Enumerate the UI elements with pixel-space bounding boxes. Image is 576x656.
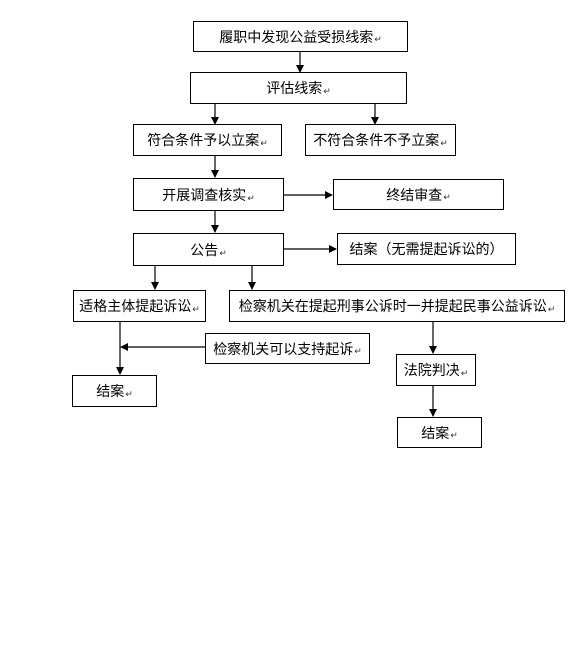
- paragraph-mark-icon: ↵: [460, 369, 469, 379]
- node-evaluate: 评估线索↵: [190, 72, 407, 104]
- node-court-judgment: 法院判决↵: [396, 354, 476, 386]
- node-qualified-suit-label: 适格主体提起诉讼: [79, 299, 192, 315]
- node-close-left: 结案↵: [72, 375, 157, 407]
- node-procuratorate-joint-label: 检察机关在提起刑事公诉时一并提起民事公益诉讼: [238, 299, 547, 315]
- node-procuratorate-joint: 检察机关在提起刑事公诉时一并提起民事公益诉讼↵: [229, 290, 565, 322]
- node-meets-label: 符合条件予以立案: [147, 133, 260, 149]
- paragraph-mark-icon: ↵: [450, 431, 458, 441]
- paragraph-mark-icon: ↵: [440, 139, 448, 149]
- node-close-right: 结案↵: [397, 417, 482, 448]
- paragraph-mark-icon: ↵: [354, 347, 362, 357]
- node-announce-label: 公告: [190, 242, 219, 259]
- paragraph-mark-icon: ↵: [247, 194, 255, 204]
- paragraph-mark-icon: ↵: [547, 305, 556, 315]
- node-not-meets: 不符合条件不予立案↵: [305, 124, 456, 156]
- node-qualified-suit: 适格主体提起诉讼↵: [73, 290, 206, 322]
- node-terminate-label: 终结审查: [386, 187, 443, 204]
- paragraph-mark-icon: ↵: [443, 193, 451, 203]
- paragraph-mark-icon: ↵: [192, 305, 200, 315]
- paragraph-mark-icon: ↵: [374, 35, 382, 45]
- paragraph-mark-icon: ↵: [219, 249, 227, 259]
- node-investigate: 开展调查核实↵: [133, 178, 284, 211]
- node-support-suit: 检察机关可以支持起诉↵: [205, 333, 370, 364]
- node-close-no-suit-label: 结案（无需提起诉讼的）: [349, 242, 504, 258]
- node-terminate: 终结审查↵: [333, 179, 504, 210]
- node-not-meets-label: 不符合条件不予立案: [313, 133, 440, 149]
- node-close-no-suit: 结案（无需提起诉讼的）: [337, 233, 516, 265]
- paragraph-mark-icon: ↵: [323, 87, 331, 97]
- node-discover-label: 履职中发现公益受损线索: [219, 29, 374, 46]
- node-court-judgment-label: 法院判决: [403, 363, 460, 379]
- paragraph-mark-icon: ↵: [260, 139, 268, 149]
- node-meets: 符合条件予以立案↵: [133, 124, 282, 156]
- node-close-left-label: 结案: [96, 384, 125, 400]
- node-evaluate-label: 评估线索: [266, 81, 323, 97]
- node-close-right-label: 结案: [421, 425, 450, 442]
- node-discover: 履职中发现公益受损线索↵: [193, 21, 408, 52]
- node-investigate-label: 开展调查核实: [162, 187, 247, 204]
- node-support-suit-label: 检察机关可以支持起诉: [213, 341, 354, 358]
- node-announce: 公告↵: [133, 233, 284, 266]
- paragraph-mark-icon: ↵: [125, 390, 133, 400]
